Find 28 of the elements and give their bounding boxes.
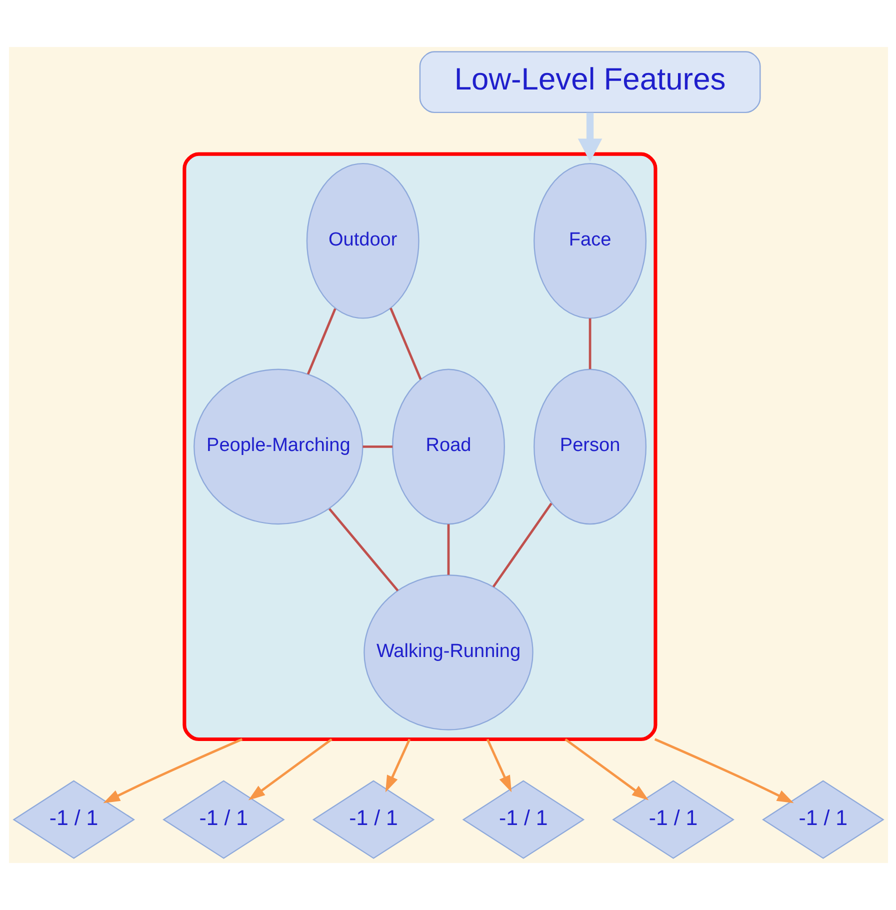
arrow	[564, 738, 648, 800]
node-diamond: -1 / 1	[612, 780, 734, 859]
node-diamond: -1 / 1	[312, 780, 434, 859]
node-circle: Walking-Running	[363, 574, 533, 730]
node-ellipse: Person	[533, 368, 646, 525]
node-box: Low-Level Features	[418, 51, 760, 114]
node-diamond: -1 / 1	[12, 780, 134, 859]
arrow	[486, 738, 512, 792]
connector	[492, 502, 552, 588]
arrow	[384, 738, 410, 792]
connector	[389, 308, 422, 380]
node-circle: People-Marching	[193, 368, 363, 525]
node-diamond: -1 / 1	[762, 780, 884, 859]
node-ellipse: Outdoor	[306, 163, 419, 319]
connector	[328, 508, 398, 592]
connector	[306, 308, 336, 375]
connector	[362, 445, 392, 448]
arrow	[577, 112, 602, 162]
node-diamond: -1 / 1	[462, 780, 584, 859]
cluster	[182, 152, 657, 742]
connector	[446, 524, 450, 575]
arrow	[102, 738, 242, 804]
node-diamond: -1 / 1	[162, 780, 284, 859]
connector	[588, 318, 591, 370]
arrow	[248, 738, 332, 800]
node-ellipse: Road	[392, 368, 504, 525]
node-ellipse: Face	[533, 163, 646, 319]
arrow	[654, 738, 794, 804]
